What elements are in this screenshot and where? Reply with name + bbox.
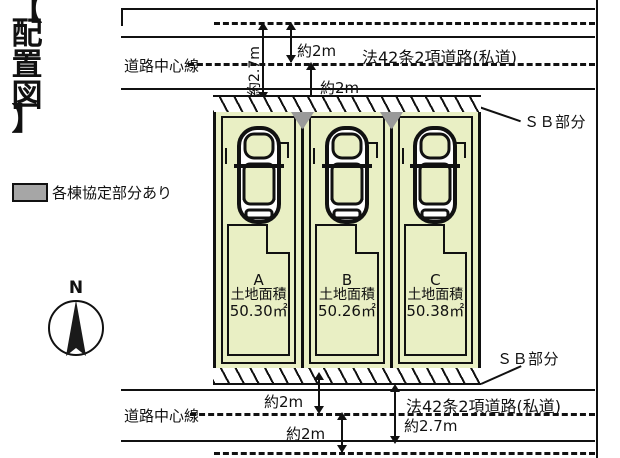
- lot-b-tick-left: [313, 148, 316, 164]
- dim-top-above-label: 約2m: [297, 42, 337, 60]
- dim-top-above-arrow-up: [286, 22, 296, 30]
- lot-b-building-notch: [354, 224, 379, 254]
- sb-top-label: ＳＢ部分: [524, 113, 587, 131]
- north-arrow-icon: [48, 300, 104, 356]
- road-top-centerline: [188, 63, 595, 66]
- road-top-left-corner: [121, 8, 123, 26]
- lot-c-tick-right-v: [463, 142, 466, 158]
- lot-c-area-value: 50.38㎡: [406, 302, 465, 321]
- road-bottom-centerline: [190, 413, 595, 416]
- title-bracket-close: 】: [11, 102, 43, 139]
- title-char-2: 置: [11, 47, 43, 84]
- lot-a[interactable]: A 土地面積 50.30㎡: [216, 112, 314, 368]
- dim-top-below-line: [310, 64, 312, 106]
- compass-rose: N: [44, 278, 108, 362]
- lot-c-tick-left: [401, 148, 404, 164]
- dim-bottom-above-arrow-up: [314, 372, 324, 380]
- dim-top-below-arrow-up: [306, 62, 316, 70]
- dim-bottom-below-arrow-up: [337, 412, 347, 420]
- title-char-1: 配: [11, 16, 43, 53]
- road-bottom-name-label: 法42条2項道路(私道): [406, 397, 562, 416]
- road-top-inner-edge: [121, 36, 595, 38]
- lot-c-letter: C: [430, 271, 441, 289]
- lot-a-area-label: 土地面積: [230, 287, 287, 304]
- road-top-name-label: 法42条2項道路(私道): [362, 48, 518, 67]
- car-icon: [410, 126, 461, 224]
- road-top-dashed-upper: [214, 22, 595, 25]
- compass-north-label: N: [68, 278, 84, 298]
- road-top-outer-edge: [121, 8, 595, 10]
- sb-bottom-label: ＳＢ部分: [497, 350, 560, 368]
- lot-b-text: B 土地面積 50.26㎡: [304, 271, 389, 321]
- setback-band-top: [213, 95, 481, 116]
- road-top-near-edge: [121, 88, 595, 90]
- dim-bottom-total-arrow-down: [390, 436, 400, 444]
- dim-top-total-arrow-up: [258, 22, 268, 30]
- road-bottom-centerline-label: 道路中心線: [124, 407, 200, 425]
- lot-b-tick-right-v: [375, 142, 378, 158]
- lot-b-area-value: 50.26㎡: [318, 302, 376, 321]
- lot-a-letter: A: [253, 271, 264, 289]
- road-bottom-dashed-lower: [214, 452, 595, 455]
- lot-c-shared-triangle: [380, 112, 403, 129]
- legend: 各棟協定部分あり: [12, 182, 172, 203]
- dim-bottom-below-line: [341, 414, 343, 452]
- dim-bottom-total-line: [394, 386, 396, 442]
- lot-b-building-footprint: [315, 224, 379, 356]
- dim-bottom-above-label: 約2m: [264, 393, 304, 411]
- page-title: 【 配 置 図 】: [4, 0, 50, 136]
- dim-top-total-label: 約2.7m: [247, 46, 263, 96]
- legend-label: 各棟協定部分あり: [52, 184, 173, 202]
- lots-row: A 土地面積 50.30㎡: [213, 112, 481, 368]
- dim-bottom-total-label: 約2.7m: [404, 417, 458, 435]
- lot-b[interactable]: B 土地面積 50.26㎡: [292, 112, 402, 368]
- dim-top-total-line: [262, 24, 264, 100]
- lot-b-boundary: [309, 116, 385, 364]
- lots-container: A 土地面積 50.30㎡: [213, 95, 481, 385]
- lot-c-boundary: [397, 116, 473, 364]
- dim-bottom-below-arrow-down: [337, 445, 347, 453]
- lot-b-area-label: 土地面積: [318, 287, 375, 304]
- dim-top-below-label: 約2m: [320, 79, 360, 97]
- dim-bottom-total-arrow-up: [390, 384, 400, 392]
- road-bottom-far-edge: [121, 440, 595, 442]
- road-top-centerline-label: 道路中心線: [124, 57, 200, 75]
- legend-swatch-shared-area: [12, 183, 48, 202]
- dim-top-above-line: [290, 24, 292, 62]
- figure-right-border: [596, 0, 598, 458]
- dim-bottom-above-arrow-down: [314, 406, 324, 414]
- lot-a-building-notch: [266, 224, 291, 254]
- lot-c-area-label: 土地面積: [407, 287, 464, 304]
- lot-c-building-notch: [442, 224, 467, 254]
- lot-c-building-footprint: [403, 224, 467, 356]
- lot-a-building-footprint: [227, 224, 291, 356]
- lot-a-area-value: 50.30㎡: [229, 302, 288, 321]
- sb-top-leader-line: [478, 106, 521, 123]
- lot-a-tick-right-v: [287, 142, 290, 158]
- lot-a-boundary: [221, 116, 297, 364]
- car-icon: [233, 126, 284, 224]
- road-bottom-near-edge: [121, 389, 595, 391]
- lot-b-shared-triangle-left: [292, 112, 315, 129]
- dim-bottom-below-label: 約2m: [286, 425, 326, 443]
- dim-top-above-arrow-down: [286, 55, 296, 63]
- title-char-3: 図: [11, 78, 43, 115]
- car-icon: [321, 126, 372, 224]
- lot-a-text: A 土地面積 50.30㎡: [216, 271, 301, 321]
- lot-b-letter: B: [341, 271, 353, 289]
- lot-a-tick-left: [225, 148, 227, 164]
- dim-bottom-above-line: [318, 374, 320, 412]
- lot-c-text: C 土地面積 50.38㎡: [393, 271, 478, 321]
- lot-c[interactable]: C 土地面積 50.38㎡: [380, 112, 478, 368]
